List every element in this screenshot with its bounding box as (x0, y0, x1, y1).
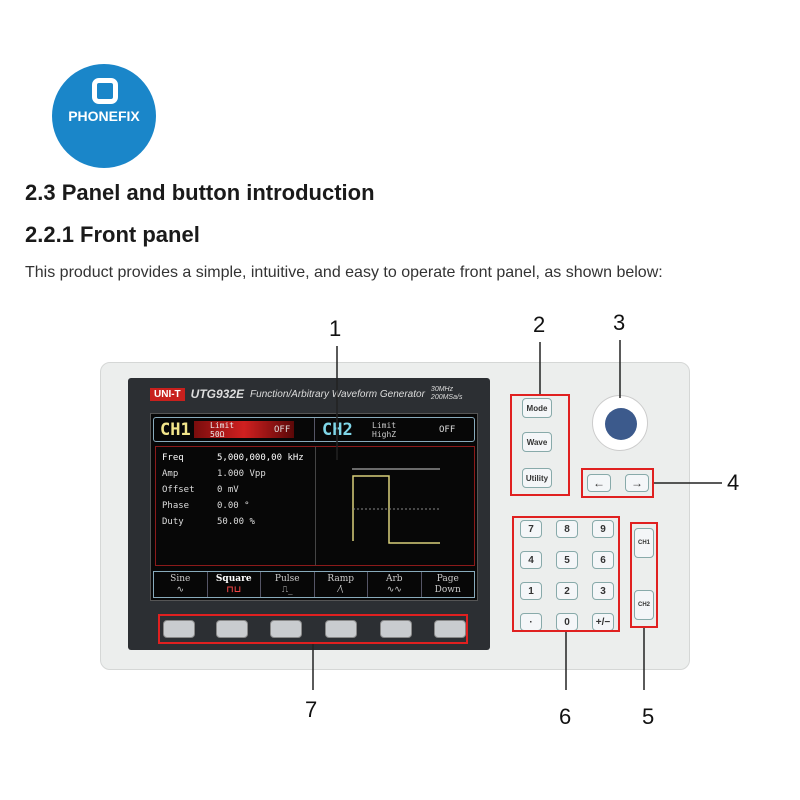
ch1-button[interactable]: CH1 (634, 528, 654, 558)
brand-label: UNI-T (150, 387, 185, 401)
keypad-key[interactable]: 2 (556, 582, 578, 600)
callout-box-5 (630, 522, 658, 628)
model-label: UTG932E (190, 387, 245, 401)
function-button-5[interactable] (380, 620, 412, 638)
softkey-bar: Sine∿ Square⊓⊔ Pulse⎍_ Ramp⁄\ Arb∿∿ Page… (153, 571, 475, 598)
function-button-3[interactable] (270, 620, 302, 638)
callout-3: 3 (613, 310, 626, 335)
logo-text: PHONEFIX (68, 108, 140, 124)
callout-box-7 (158, 614, 468, 644)
callout-7: 7 (305, 697, 318, 722)
softkey-arb: Arb∿∿ (368, 572, 422, 597)
callout-2: 2 (533, 312, 546, 337)
spec-samplerate: 200MSa/s (430, 394, 463, 401)
softkey-sine: Sine∿ (154, 572, 208, 597)
ch2-limit-label: Limit (372, 421, 397, 430)
ch1-limit-label: Limit (210, 421, 235, 430)
callout-5: 5 (642, 704, 655, 729)
utility-button[interactable]: Utility (522, 468, 552, 488)
spec-bandwidth: 30MHz (430, 386, 454, 393)
ch2-limit-value: HighZ (372, 430, 397, 439)
subsection-heading: 2.2.1 Front panel (25, 222, 200, 247)
softkey-pulse: Pulse⎍_ (261, 572, 315, 597)
intro-text: This product provides a simple, intuitiv… (25, 264, 663, 281)
mode-button[interactable]: Mode (522, 398, 552, 418)
keypad-key[interactable]: +/− (592, 613, 614, 631)
keypad-key[interactable]: 5 (556, 551, 578, 569)
keypad-key[interactable]: 1 (520, 582, 542, 600)
left-arrow-button[interactable]: ← (587, 474, 611, 492)
keypad-key[interactable]: 8 (556, 520, 578, 538)
keypad-key[interactable]: 4 (520, 551, 542, 569)
callout-box-6 (512, 516, 620, 632)
ch1-state: OFF (274, 425, 291, 435)
callout-box-4 (581, 468, 654, 498)
ch1-highlight (194, 421, 294, 438)
callout-6: 6 (559, 704, 572, 729)
phonefix-logo: PHONEFIX (52, 64, 156, 168)
ch1-limit-value: 50Ω (210, 430, 225, 439)
ch2-state: OFF (439, 425, 456, 435)
callout-4: 4 (727, 470, 740, 495)
function-button-4[interactable] (325, 620, 357, 638)
softkey-ramp: Ramp⁄\ (315, 572, 368, 597)
function-button-2[interactable] (216, 620, 248, 638)
waveform-preview (315, 446, 475, 566)
ch2-button[interactable]: CH2 (634, 590, 654, 620)
softkey-square: Square⊓⊔ (208, 572, 261, 597)
square-wave-graphic (352, 468, 440, 544)
ch1-label: CH1 (160, 420, 191, 440)
keypad-key[interactable]: 0 (556, 613, 578, 631)
function-button-1[interactable] (163, 620, 195, 638)
section-heading: 2.3 Panel and button introduction (25, 180, 375, 205)
keypad-key[interactable]: 6 (592, 551, 614, 569)
lcd-screen (150, 413, 478, 601)
wave-button[interactable]: Wave (522, 432, 552, 452)
keypad-key[interactable]: 9 (592, 520, 614, 538)
keypad-key[interactable]: 7 (520, 520, 542, 538)
function-button-6[interactable] (434, 620, 466, 638)
wrench-phone-icon (92, 78, 118, 104)
right-arrow-button[interactable]: → (625, 474, 649, 492)
callout-1: 1 (329, 316, 342, 341)
keypad-key[interactable]: 3 (592, 582, 614, 600)
callout-box-2 (510, 394, 570, 496)
knob-cap (605, 408, 637, 440)
